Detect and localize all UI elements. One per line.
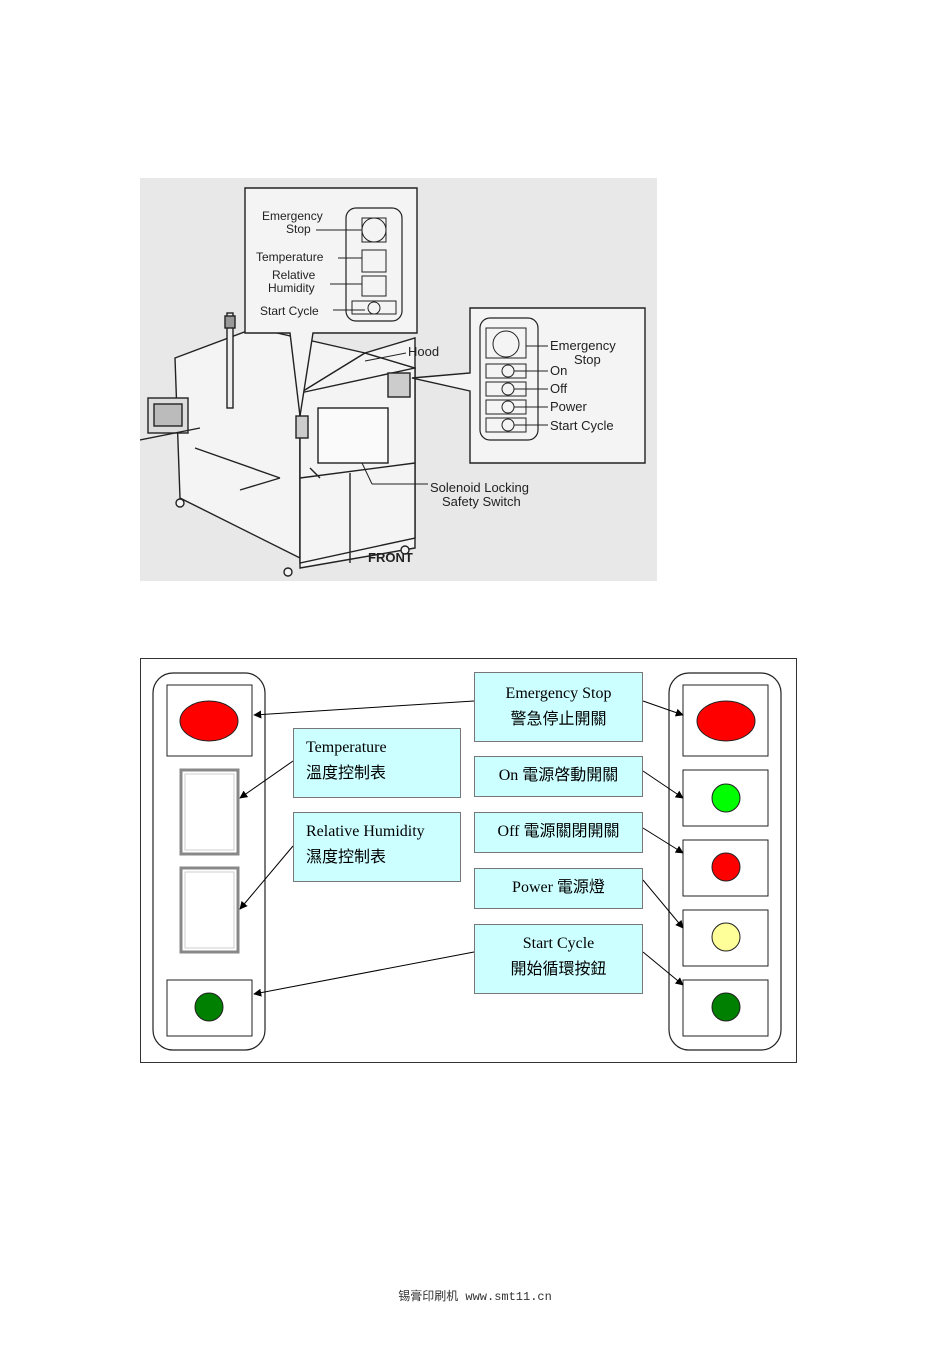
label-on-text: On 電源啓動開關 (498, 767, 619, 784)
off-button[interactable] (711, 852, 741, 882)
callout-emergency-stop: Emergency (262, 209, 323, 223)
right-panel (668, 672, 782, 1051)
callout-relative-humidity: Relative (272, 268, 316, 282)
callout-power: Power (550, 399, 588, 414)
temperature-display (179, 768, 240, 856)
label-relative-humidity: Relative Humidity 濕度控制表 (293, 812, 461, 882)
power-lamp (711, 922, 741, 952)
label-temperature-zh: 溫度控制表 (306, 765, 387, 782)
control-panel-diagram (140, 658, 797, 1063)
footer-text: 锡膏印刷机 www.smt11.cn (398, 1290, 552, 1304)
label-start-cycle-en: Start Cycle (522, 935, 595, 952)
callout-relative-humidity-2: Humidity (268, 281, 315, 295)
label-temperature: Temperature 溫度控制表 (293, 728, 461, 798)
label-relative-humidity-en: Relative Humidity (306, 823, 425, 840)
label-start-cycle-zh: 開始循環按鈕 (510, 961, 607, 978)
label-relative-humidity-zh: 濕度控制表 (306, 849, 387, 866)
label-on: On 電源啓動開關 (474, 756, 643, 797)
callout-right-emergency-stop-2: Stop (574, 352, 601, 367)
left-start-cycle-button[interactable] (194, 992, 224, 1022)
label-off-text: Off 電源關閉開關 (497, 823, 620, 840)
callout-hood: Hood (408, 344, 439, 359)
label-emergency-stop: Emergency Stop 警急停止開關 (474, 672, 643, 742)
callout-emergency-stop-2: Stop (286, 222, 311, 236)
machine-front-illustration: Emergency Stop Temperature Relative Humi… (140, 178, 657, 581)
callout-solenoid: Solenoid Locking (430, 480, 529, 495)
right-emergency-stop-button[interactable] (696, 700, 756, 742)
callout-on: On (550, 363, 567, 378)
left-callout: Emergency Stop Temperature Relative Humi… (244, 187, 418, 417)
right-start-cycle-button[interactable] (711, 992, 741, 1022)
callout-right-emergency-stop: Emergency (550, 338, 616, 353)
machine-drawing (140, 312, 416, 577)
left-panel (152, 672, 266, 1051)
callout-solenoid-2: Safety Switch (442, 494, 521, 509)
callout-start-cycle: Start Cycle (260, 304, 319, 318)
on-button[interactable] (711, 783, 741, 813)
label-off: Off 電源關閉開關 (474, 812, 643, 853)
callout-front: FRONT (368, 550, 413, 565)
label-emergency-stop-zh: 警急停止開關 (510, 711, 607, 728)
label-emergency-stop-en: Emergency Stop (505, 685, 612, 702)
label-power-text: Power 電源燈 (512, 879, 605, 896)
label-temperature-en: Temperature (306, 739, 387, 756)
callout-temperature: Temperature (256, 250, 324, 264)
left-emergency-stop-button[interactable] (179, 700, 239, 742)
connector-arrows (239, 700, 684, 997)
callout-right-start-cycle: Start Cycle (550, 418, 614, 433)
callout-off: Off (550, 381, 567, 396)
humidity-display (179, 866, 240, 954)
label-power: Power 電源燈 (474, 868, 643, 909)
right-callout: Emergency Stop On Off Power Start Cycle (411, 307, 646, 464)
label-start-cycle: Start Cycle 開始循環按鈕 (474, 924, 643, 994)
